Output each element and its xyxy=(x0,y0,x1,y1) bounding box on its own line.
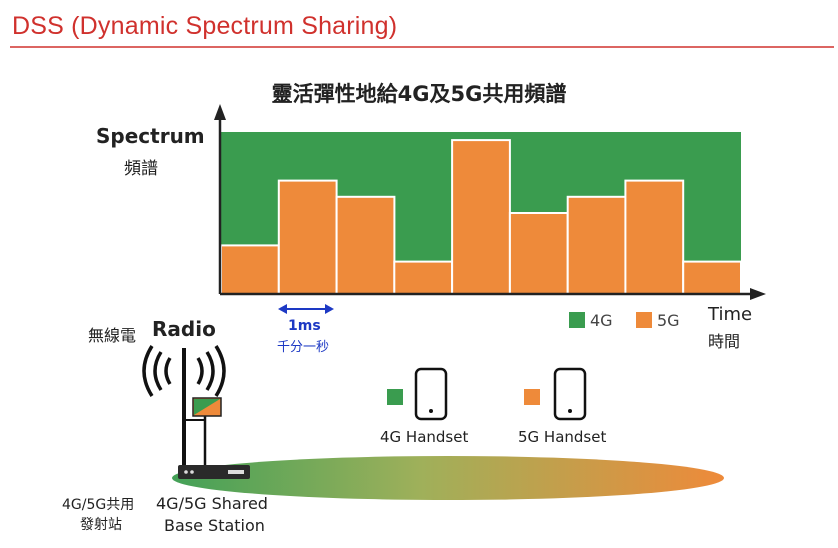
legend-4g-label: 4G xyxy=(590,311,613,330)
time-axis-label: Time xyxy=(708,304,753,325)
bar-5g xyxy=(451,139,511,295)
base-station-icon xyxy=(178,465,250,479)
bar-5g xyxy=(624,179,685,296)
bar-5g xyxy=(508,212,569,295)
handset-5g-icon xyxy=(553,367,587,421)
spectrum-axis-label-zh: 頻譜 xyxy=(124,159,158,179)
interval-arrow-right-icon xyxy=(325,304,334,314)
radio-label: Radio xyxy=(152,317,216,341)
handset-4g-swatch xyxy=(387,389,403,405)
base-station-label-zh: 4G/5G共用 xyxy=(62,497,135,513)
page-title: DSS (Dynamic Spectrum Sharing) xyxy=(12,12,398,40)
interval-label-zh: 千分一秒 xyxy=(277,340,330,355)
x-axis-arrow-icon xyxy=(750,288,766,300)
bar-5g xyxy=(220,244,280,295)
bar-5g xyxy=(335,195,396,295)
spectrum-axis-label: Spectrum xyxy=(96,124,205,148)
title-divider xyxy=(10,46,834,48)
base-station-label: 4G/5G Shared xyxy=(156,494,268,513)
shared-module-icon xyxy=(192,397,222,417)
radio-tower-icon xyxy=(142,345,226,468)
y-axis-arrow-icon xyxy=(214,104,226,120)
legend-5g-swatch xyxy=(636,312,652,328)
handset-4g-label: 4G Handset xyxy=(380,428,469,446)
handset-4g-icon xyxy=(414,367,448,421)
handset-5g-swatch xyxy=(524,389,540,405)
handset-5g-label: 5G Handset xyxy=(518,428,607,446)
interval-arrow-left-icon xyxy=(278,304,287,314)
base-station-label-line2: Base Station xyxy=(164,516,265,535)
diagram-subtitle: 靈活彈性地給4G及5G共用頻譜 xyxy=(271,82,567,106)
legend-4g-swatch xyxy=(569,312,585,328)
coverage-ellipse xyxy=(172,456,724,500)
bar-5g xyxy=(277,179,338,296)
time-axis-label-zh: 時間 xyxy=(708,332,741,351)
base-station-label-zh-line2: 發射站 xyxy=(80,517,122,533)
legend-5g-label: 5G xyxy=(657,311,680,330)
interval-label: 1ms xyxy=(288,318,321,334)
bar-5g xyxy=(393,260,454,296)
radio-label-zh: 無線電 xyxy=(88,326,137,345)
bar-5g xyxy=(682,260,743,296)
bar-5g xyxy=(566,195,627,295)
area-5g-bars xyxy=(220,139,743,296)
